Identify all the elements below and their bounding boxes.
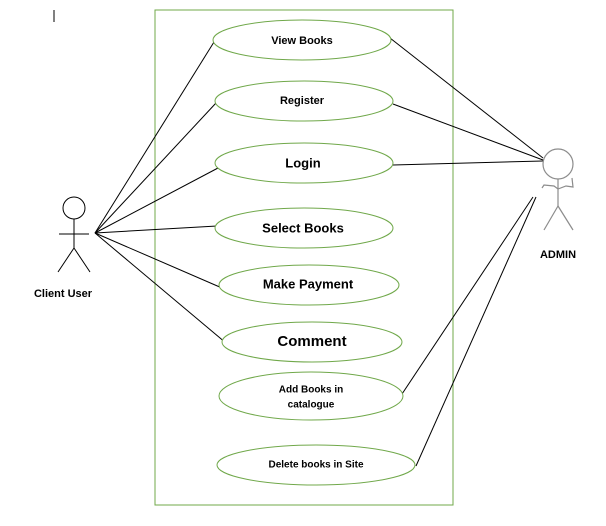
system-boundary: [154, 9, 454, 506]
use-case-label: Select Books: [262, 220, 344, 235]
assoc-client-select-books: [94, 225, 218, 234]
assoc-client-make-payment: [94, 232, 223, 289]
use-case-ellipse: [216, 444, 416, 486]
use-case-ellipse: [214, 207, 394, 249]
assoc-client-login: [94, 167, 219, 234]
use-case-ellipse: [214, 80, 394, 122]
assoc-client-view-books: [94, 41, 215, 234]
actor-left-leg: [543, 205, 559, 231]
use-case-select-books: Select Books: [214, 207, 394, 249]
use-case-ellipse: [214, 142, 394, 184]
use-case-label: Comment: [277, 333, 346, 350]
use-case-view-books: View Books: [212, 19, 392, 61]
client-associations: [94, 41, 227, 344]
use-case-ellipse: [212, 19, 392, 61]
use-case-ellipse: [218, 264, 400, 306]
assoc-admin-add-books: [401, 196, 534, 395]
use-case-label: Make Payment: [263, 276, 354, 291]
use-case-label-line1: Add Books in: [279, 385, 343, 396]
actor-client-user: [57, 196, 91, 273]
actor-right-leg: [557, 205, 574, 231]
admin-associations: [389, 37, 544, 467]
use-case-label-line2: catalogue: [288, 400, 335, 411]
use-case-label: Delete books in Site: [268, 460, 363, 471]
actor-right-leg: [73, 247, 91, 273]
assoc-admin-delete-books: [415, 196, 537, 467]
use-case-login: Login: [214, 142, 394, 184]
assoc-client-comment: [94, 232, 227, 344]
actor-client-user-label: Client User: [34, 288, 93, 300]
use-case-ellipse: [218, 371, 404, 421]
assoc-admin-view-books: [389, 37, 544, 159]
actor-admin: [541, 148, 574, 231]
use-case-register: Register: [214, 80, 394, 122]
assoc-client-register: [94, 102, 217, 234]
use-case-comment: Comment: [221, 321, 403, 363]
use-case-label: Login: [285, 155, 320, 170]
actor-arms: [541, 177, 574, 190]
assoc-admin-login: [392, 160, 544, 166]
use-case-label: Register: [280, 95, 325, 107]
assoc-admin-register: [392, 103, 544, 161]
actor-admin-label: ADMIN: [540, 249, 576, 261]
actor-head: [62, 196, 86, 220]
use-case-delete-books: Delete books in Site: [216, 444, 416, 486]
actor-head: [542, 148, 574, 180]
use-case-ellipse: [221, 321, 403, 363]
use-case-make-payment: Make Payment: [218, 264, 400, 306]
use-case-label: View Books: [271, 35, 333, 47]
use-case-add-books: Add Books in catalogue: [218, 371, 404, 421]
actor-left-leg: [57, 247, 75, 273]
